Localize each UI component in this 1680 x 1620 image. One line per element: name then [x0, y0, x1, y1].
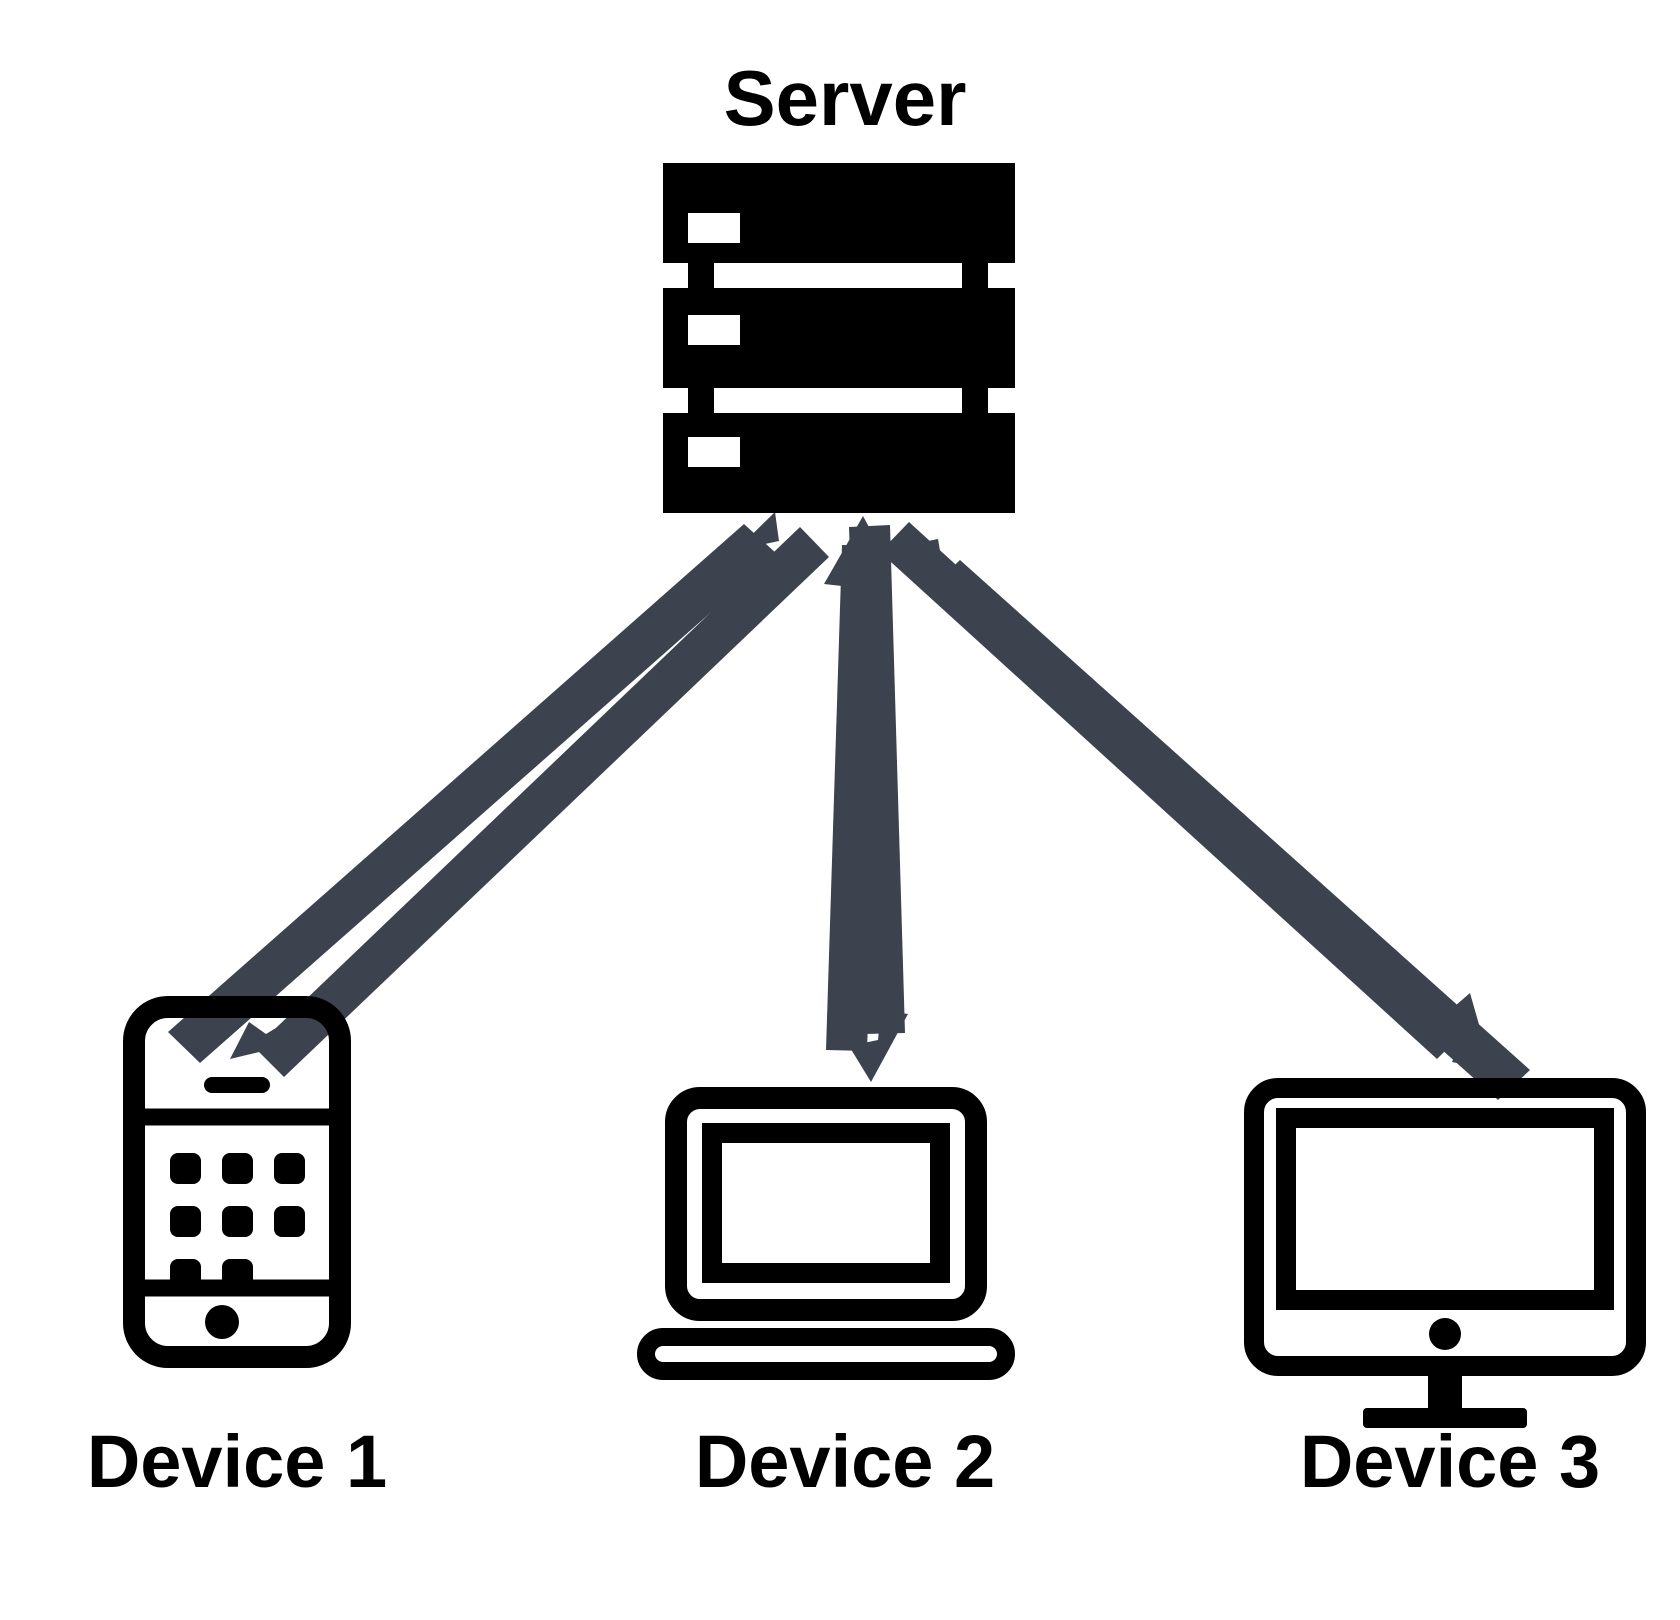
server-label: Server [724, 54, 967, 142]
smartphone-icon[interactable] [123, 996, 351, 1368]
desktop-monitor-icon[interactable] [1244, 1078, 1646, 1428]
arrow-server-to-device3[interactable] [880, 522, 1492, 1070]
connections-layer [168, 512, 1530, 1100]
device-2-label: Device 2 [695, 1420, 995, 1503]
arrow-device1-to-server[interactable] [168, 512, 779, 1063]
server-rack-icon[interactable] [663, 163, 1015, 513]
arrow-server-to-device1[interactable] [230, 527, 829, 1077]
laptop-icon[interactable] [637, 1087, 1015, 1380]
arrow-server-to-device2[interactable] [849, 525, 908, 1082]
device-1-label: Device 1 [87, 1420, 387, 1503]
device-3-label: Device 3 [1300, 1420, 1600, 1503]
